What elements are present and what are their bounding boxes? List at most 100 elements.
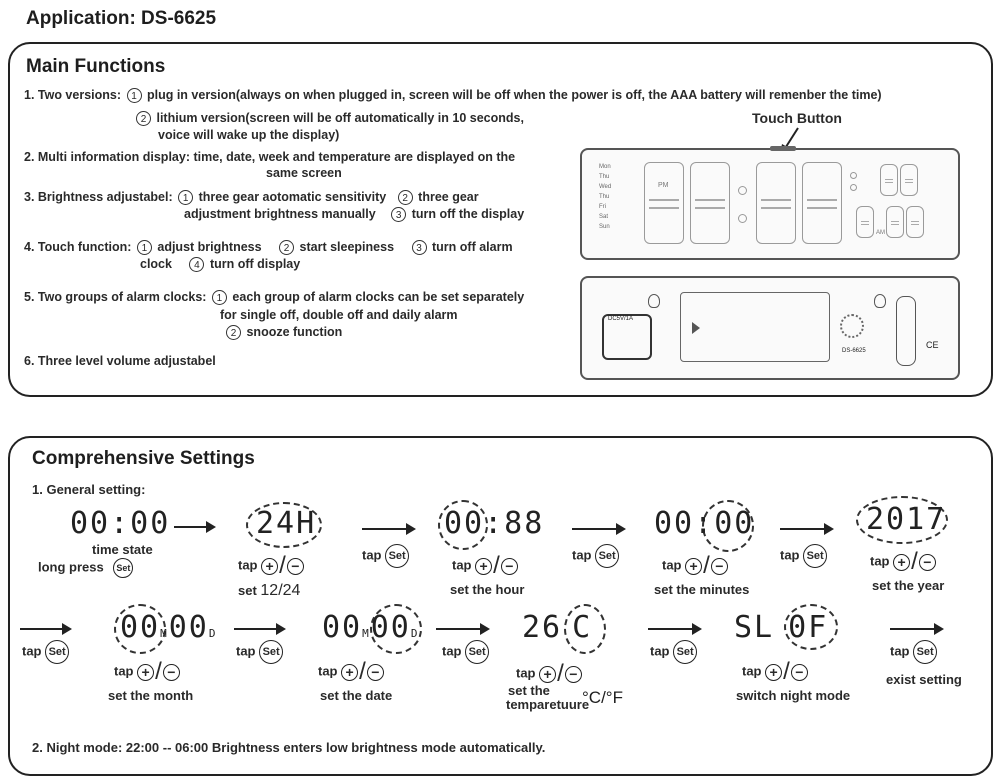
time-state-label: time state (92, 542, 153, 557)
speaker-grille-icon (840, 314, 864, 338)
arrow (234, 623, 286, 635)
weekday: Thu (599, 174, 610, 180)
item-3-cont: adjustment brightness manually 3 turn of… (184, 207, 524, 223)
weekday: Sun (599, 224, 610, 230)
item-4-text-4: turn off display (209, 257, 301, 271)
plus-icon: + (137, 663, 155, 681)
tap-label: tap (114, 663, 134, 679)
pm-indicator: PM (658, 182, 669, 189)
month-display-a: 00 (120, 610, 161, 645)
item-2-cont: same screen (266, 166, 342, 180)
item-3-text-2b: adjustment brightness manually (184, 207, 376, 221)
dc-label: DC5V/1A (608, 316, 634, 322)
item-5-snooze: 2 snooze function (224, 325, 343, 341)
night-mode-note: 2. Night mode: 22:00 -- 06:00 Brightness… (32, 740, 546, 755)
item-5-text-2: snooze function (246, 325, 343, 339)
hour-digit (690, 162, 730, 244)
tap-plus-minus: tap +/− (662, 552, 728, 580)
slash: / (493, 552, 500, 579)
set-hour-label: set the hour (450, 582, 525, 597)
highlight-circle (856, 496, 948, 544)
slash: / (359, 658, 366, 685)
weekday: Mon (599, 164, 611, 170)
number-circle: 3 (391, 207, 407, 223)
model-label: DS-6625 (842, 348, 866, 354)
number-circle: 4 (189, 257, 205, 273)
plus-icon: + (685, 557, 703, 575)
dc-plug (602, 314, 652, 360)
item-1-prefix: 1. Two versions: (24, 88, 122, 102)
date-display: 00M00D (322, 610, 420, 645)
battery-cover (680, 292, 830, 362)
item-1: 1. Two versions: 1 plug in version(alway… (24, 88, 882, 104)
item-4: 4. Touch function: 1 adjust brightness 2… (24, 240, 513, 256)
tap-label: tap (870, 553, 890, 569)
number-circle: 1 (126, 88, 142, 104)
clock-front-view: Mon Thu Wed Thu Fri Sat Sun PM AM (580, 146, 960, 260)
tap-set: tap Set (362, 544, 410, 568)
main-functions-heading: Main Functions (26, 56, 166, 77)
minute-digit (756, 162, 796, 244)
tap-label: tap (318, 663, 338, 679)
rear-buttons (896, 296, 916, 366)
date-digit (906, 206, 924, 238)
highlight-circle (370, 604, 422, 654)
temperature-display-a: 26 (522, 610, 563, 645)
minus-icon: − (500, 557, 518, 575)
tap-label: tap (890, 643, 910, 659)
temp-digit (900, 164, 918, 196)
slash: / (703, 552, 710, 579)
hour-display-b: :88 (484, 506, 545, 541)
item-4-cont: clock 4 turn off display (140, 257, 301, 273)
plus-icon: + (475, 557, 493, 575)
minus-icon: − (790, 663, 808, 681)
long-press-label: long press Set (38, 558, 134, 578)
alarm-indicator (850, 184, 857, 191)
minutes-display: 00:00 (654, 506, 754, 541)
number-circle: 2 (226, 325, 241, 341)
arrow (780, 523, 834, 535)
arrow (436, 623, 490, 635)
weekday-list: Mon Thu Wed Thu Fri Sat Sun (599, 162, 611, 232)
weekday: Wed (599, 184, 612, 190)
item-4-prefix: 4. Touch function: (24, 240, 132, 254)
set-minutes-label: set the minutes (654, 582, 750, 597)
slash: / (155, 658, 162, 685)
temperature-unit-label: °C/°F (582, 688, 623, 707)
tap-label: tap (362, 547, 382, 563)
set-button-icon: Set (673, 640, 698, 664)
tap-set: tap Set (780, 544, 828, 568)
arrow (648, 623, 702, 635)
minutes-display-b: 00 (714, 506, 755, 541)
minutes-display-a: 00: (654, 506, 715, 541)
tap-set: tap Set (890, 640, 938, 664)
switch-night-mode-label: switch night mode (736, 688, 851, 703)
settings-panel: Comprehensive Settings 1. General settin… (8, 436, 993, 776)
tap-set: tap Set (236, 640, 284, 664)
settings-heading: Comprehensive Settings (32, 448, 255, 469)
tap-plus-minus: tap +/− (238, 552, 304, 580)
arrow (890, 623, 944, 635)
item-3-text-2: three gear (418, 190, 479, 204)
tap-set: tap Set (572, 544, 620, 568)
item-5-prefix: 5. Two groups of alarm clocks: (24, 290, 207, 304)
tap-label: tap (442, 643, 462, 659)
year-display: 2017 (866, 502, 947, 537)
minute-digit (802, 162, 842, 244)
tap-label: tap (238, 557, 258, 573)
tap-label: tap (236, 643, 256, 659)
tap-plus-minus: tap +/− (318, 658, 384, 686)
item-5-cont: for single off, double off and daily ala… (220, 308, 458, 322)
set-temperature-label: set the temparetuure (506, 684, 589, 712)
item-4-text-3: turn off alarm (432, 240, 513, 254)
hanging-hole-icon (874, 294, 886, 308)
set-button-icon: Set (259, 640, 284, 664)
plus-icon: + (539, 665, 557, 683)
tap-label: tap (572, 547, 592, 563)
hour-display: 00:88 (444, 506, 544, 541)
tap-plus-minus: tap +/− (516, 660, 582, 688)
minus-icon: − (564, 665, 582, 683)
page-title: Application: DS-6625 (26, 8, 217, 29)
